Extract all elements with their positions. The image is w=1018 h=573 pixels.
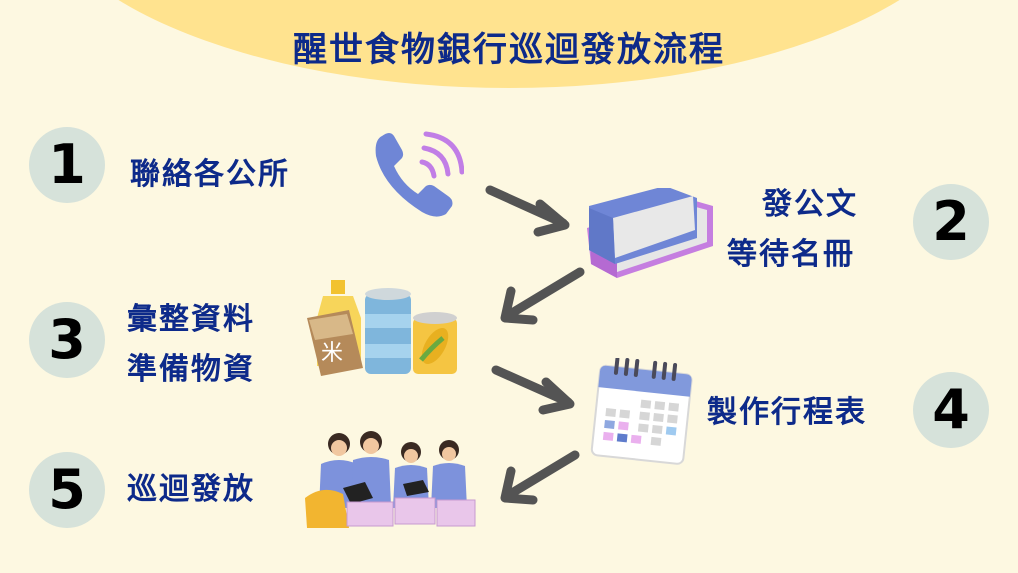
step-3-label-line-1: 彙整資料 — [127, 302, 255, 337]
svg-text:米: 米 — [321, 341, 343, 366]
step-3-badge: 3 — [29, 302, 105, 378]
phone-icon — [375, 131, 464, 217]
step-1-badge: 1 — [29, 127, 105, 203]
arrow-3-to-4 — [491, 365, 575, 415]
arrow-4-to-5 — [500, 450, 580, 505]
arrow-2-to-3 — [500, 267, 585, 325]
volunteers-icon — [305, 431, 476, 528]
arrow-1-to-2 — [485, 185, 570, 237]
step-4-badge: 4 — [913, 372, 989, 448]
page-title: 醒世食物銀行巡迴發放流程 — [293, 30, 725, 70]
calendar-icon — [590, 358, 693, 465]
step-1-label: 聯絡各公所 — [130, 157, 290, 192]
step-2-label-line-2: 等待名冊 — [727, 237, 855, 272]
step-2-badge: 2 — [913, 184, 989, 260]
step-4-label: 製作行程表 — [707, 395, 867, 430]
step-2-label-line-1: 發公文 — [762, 187, 858, 222]
step-5-badge: 5 — [29, 452, 105, 528]
food-supplies-icon: 米 — [307, 280, 457, 376]
step-3-label-line-2: 準備物資 — [127, 352, 255, 387]
step-5-label: 巡迴發放 — [127, 472, 255, 507]
books-icon — [587, 188, 713, 278]
